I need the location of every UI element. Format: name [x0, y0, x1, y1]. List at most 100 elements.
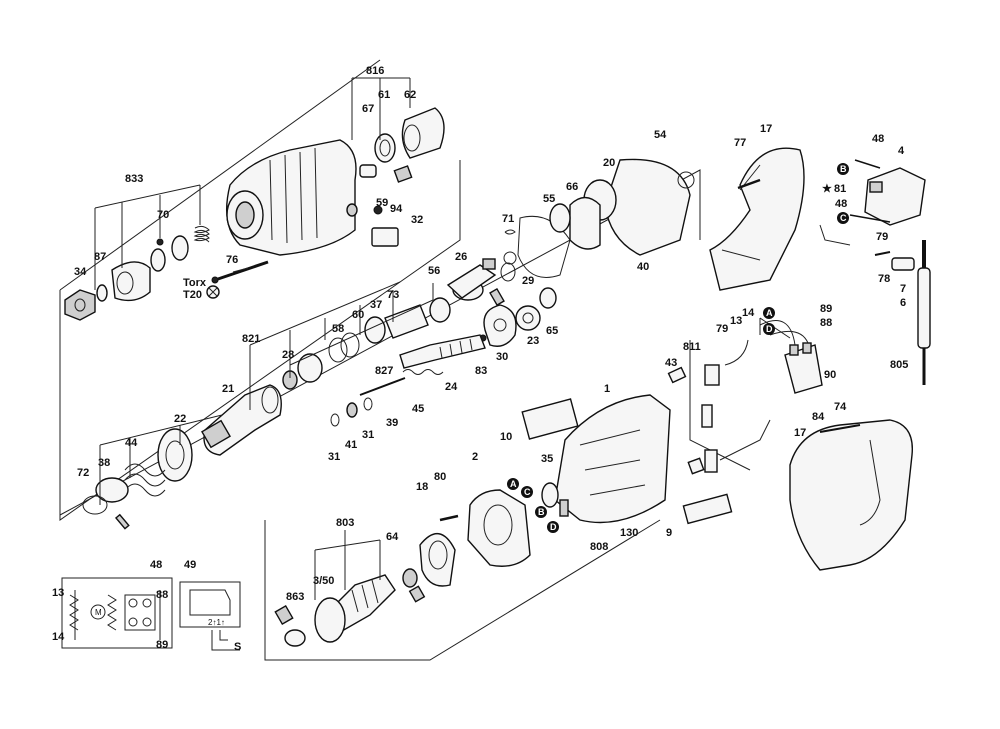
label-81: 81 — [834, 183, 846, 195]
label-22: 22 — [174, 413, 186, 425]
label-13-right: 13 — [730, 315, 742, 327]
label-14-right: 14 — [742, 307, 755, 319]
svg-text:C: C — [840, 213, 847, 223]
badge-c-top: C — [837, 212, 849, 224]
label-31-left: 31 — [328, 451, 340, 463]
label-switch-code: 2↑1↑ — [208, 618, 225, 627]
label-805: 805 — [890, 359, 908, 371]
label-78: 78 — [878, 273, 890, 285]
label-spring-s: S — [234, 641, 241, 653]
gear-22-spring — [82, 428, 193, 530]
badge-c-stator: C — [521, 486, 533, 498]
badge-b-top: B — [837, 163, 849, 175]
label-61: 61 — [378, 89, 390, 101]
spindle-21 — [201, 384, 282, 456]
wiring-schematic — [61, 577, 241, 651]
label-10: 10 — [500, 431, 512, 443]
label-37: 37 — [370, 299, 382, 311]
label-80: 80 — [434, 471, 446, 483]
small-washers-31-41 — [330, 397, 373, 427]
label-87: 87 — [94, 251, 106, 263]
label-43: 43 — [665, 357, 677, 369]
label-88-schematic: 88 — [156, 589, 168, 601]
armature-803 — [274, 568, 426, 647]
label-803: 803 — [336, 517, 354, 529]
frame-hammer-tube — [59, 160, 461, 521]
part-61-62-rings — [374, 107, 445, 183]
svg-text:B: B — [538, 507, 545, 517]
frame-motor — [264, 519, 661, 661]
label-18: 18 — [416, 481, 428, 493]
label-811: 811 — [683, 341, 701, 353]
label-79-right: 79 — [876, 231, 888, 243]
label-29: 29 — [522, 275, 534, 287]
label-74: 74 — [834, 401, 847, 413]
label-30: 30 — [496, 351, 508, 363]
label-17-top: 17 — [760, 123, 772, 135]
brush-holder-90 — [759, 320, 823, 394]
frame-top-edge — [59, 59, 381, 291]
label-40: 40 — [637, 261, 649, 273]
label-89-right: 89 — [820, 303, 832, 315]
badge-a-right: A — [763, 307, 775, 319]
label-94: 94 — [390, 203, 403, 215]
label-34: 34 — [74, 266, 87, 278]
handle-housing-17-right — [789, 419, 914, 571]
label-21: 21 — [222, 383, 234, 395]
label-90: 90 — [824, 369, 836, 381]
label-20: 20 — [603, 157, 615, 169]
label-58: 58 — [332, 323, 344, 335]
label-31-right: 31 — [362, 429, 374, 441]
label-833: 833 — [125, 173, 143, 185]
svg-text:C: C — [524, 487, 531, 497]
label-77: 77 — [734, 137, 746, 149]
label-808: 808 — [590, 541, 608, 553]
label-38: 38 — [98, 457, 110, 469]
label-65: 65 — [546, 325, 558, 337]
label-48-schematic: 48 — [150, 559, 162, 571]
label-39: 39 — [386, 417, 398, 429]
crank-gear-parts — [479, 287, 557, 347]
intermediate-shaft — [359, 334, 486, 396]
label-14-schematic: 14 — [52, 631, 65, 643]
impact-bolt-parts — [282, 297, 451, 390]
label-4: 4 — [898, 145, 905, 157]
motor-housing-20 — [549, 158, 695, 256]
label-55: 55 — [543, 193, 555, 205]
cord-6 — [874, 240, 931, 385]
label-7: 7 — [900, 283, 906, 295]
label-t20: T20 — [183, 289, 202, 301]
label-83: 83 — [475, 365, 487, 377]
label-49: 49 — [184, 559, 196, 571]
badge-d-stator: D — [547, 521, 559, 533]
svg-text:B: B — [840, 164, 847, 174]
svg-text:A: A — [766, 308, 773, 318]
label-24: 24 — [445, 381, 458, 393]
label-89-schematic: 89 — [156, 639, 168, 651]
label-60: 60 — [352, 309, 364, 321]
label-torx: Torx — [183, 277, 207, 289]
wire-badges: B C A D A C B D — [507, 163, 849, 533]
frame-switch — [689, 340, 751, 471]
svg-text:D: D — [766, 324, 773, 334]
label-28: 28 — [282, 349, 294, 361]
label-41: 41 — [345, 439, 357, 451]
badge-d-right: D — [763, 323, 775, 335]
label-26: 26 — [455, 251, 467, 263]
label-70: 70 — [157, 209, 169, 221]
label-17-bottom: 17 — [794, 427, 806, 439]
label-64: 64 — [386, 531, 399, 543]
label-35: 35 — [541, 453, 553, 465]
label-59: 59 — [376, 197, 388, 209]
front-chuck-parts — [64, 225, 210, 321]
label-56: 56 — [428, 265, 440, 277]
label-76: 76 — [226, 254, 238, 266]
label-827: 827 — [375, 365, 393, 377]
label-44: 44 — [125, 437, 138, 449]
fan-baffle-64-18 — [419, 533, 456, 587]
label-32: 32 — [411, 214, 423, 226]
field-housing-1 — [521, 394, 733, 525]
label-821: 821 — [242, 333, 260, 345]
